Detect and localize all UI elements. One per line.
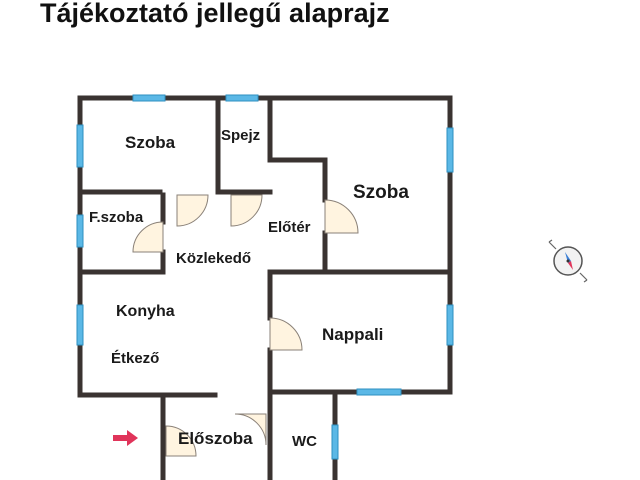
window bbox=[76, 304, 84, 346]
room-label-spejz: Spejz bbox=[221, 127, 260, 144]
room-label-kozlekedo: Közlekedő bbox=[176, 250, 251, 267]
room-label-wc: WC bbox=[292, 433, 317, 450]
window bbox=[76, 214, 84, 248]
compass-icon bbox=[548, 239, 588, 283]
window bbox=[446, 304, 454, 346]
room-label-eloszoba: Előszoba bbox=[178, 429, 253, 448]
door bbox=[324, 199, 359, 234]
room-labels: Szoba Spejz Szoba F.szoba Előtér Közleke… bbox=[89, 127, 409, 450]
entrance-arrow-icon bbox=[113, 430, 138, 446]
door bbox=[132, 221, 164, 253]
window bbox=[76, 124, 84, 168]
door bbox=[176, 194, 209, 227]
door bbox=[165, 425, 197, 457]
room-label-fszoba: F.szoba bbox=[89, 209, 144, 226]
room-label-eloter: Előtér bbox=[268, 219, 311, 236]
page-title: Tájékoztató jellegű alaprajz bbox=[40, 0, 390, 28]
window bbox=[356, 388, 402, 396]
room-label-nappali: Nappali bbox=[322, 325, 383, 344]
door bbox=[234, 413, 267, 446]
room-label-etkezo: Étkező bbox=[111, 350, 159, 367]
room-label-konyha: Konyha bbox=[116, 303, 175, 320]
window bbox=[331, 424, 339, 460]
windows bbox=[76, 94, 454, 460]
window bbox=[225, 94, 259, 102]
door bbox=[269, 317, 303, 351]
window bbox=[446, 127, 454, 173]
room-label-szoba-1: Szoba bbox=[125, 133, 176, 152]
room-label-szoba-2: Szoba bbox=[353, 182, 409, 203]
door bbox=[230, 194, 263, 227]
window bbox=[132, 94, 166, 102]
doors bbox=[132, 194, 359, 457]
